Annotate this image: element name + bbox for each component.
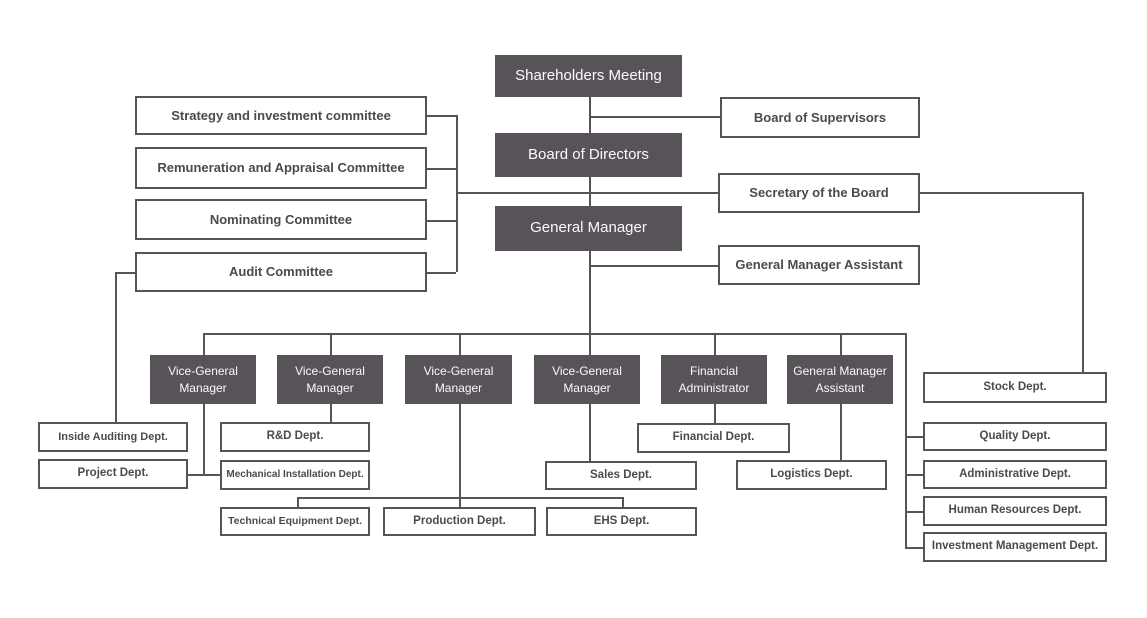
org-node-ehs-dept: EHS Dept. [546, 507, 697, 536]
org-node-label: Financial Administrator [678, 364, 750, 395]
connector-line [115, 272, 135, 274]
connector-line [456, 115, 458, 272]
connector-line [203, 404, 205, 475]
connector-line [905, 436, 923, 438]
connector-line [203, 333, 205, 355]
org-node-rd-dept: R&D Dept. [220, 422, 370, 452]
org-node-vice-general-manager-4: Vice-General Manager [534, 355, 640, 404]
connector-line [589, 404, 591, 461]
connector-line [622, 497, 624, 507]
connector-line [188, 474, 220, 476]
org-node-label: Secretary of the Board [749, 185, 889, 201]
org-node-label: Shareholders Meeting [515, 66, 662, 84]
org-node-label: EHS Dept. [593, 514, 650, 527]
org-node-label: General Manager Assistant [735, 257, 903, 273]
org-node-board-of-supervisors: Board of Supervisors [720, 97, 920, 138]
org-node-label: Vice-General Manager [168, 364, 238, 395]
org-node-label: Human Resources Dept. [948, 504, 1082, 517]
connector-line [905, 474, 923, 476]
org-node-general-manager-assistant: General Manager Assistant [718, 245, 920, 285]
org-node-financial-administrator: Financial Administrator [661, 355, 767, 404]
connector-line [714, 333, 716, 355]
org-node-human-resources-dept: Human Resources Dept. [923, 496, 1107, 526]
connector-line [427, 115, 456, 117]
org-node-label: Project Dept. [77, 467, 149, 480]
connector-line [714, 404, 716, 423]
org-node-logistics-dept: Logistics Dept. [736, 460, 887, 490]
org-node-administrative-dept: Administrative Dept. [923, 460, 1107, 489]
org-node-label: Technical Equipment Dept. [228, 515, 362, 528]
org-node-label: General Manager Assistant [793, 364, 887, 395]
connector-line [905, 547, 923, 549]
org-node-label: Vice-General Manager [552, 364, 622, 395]
org-node-label: Logistics Dept. [770, 468, 853, 481]
org-node-investment-management-dept: Investment Management Dept. [923, 532, 1107, 562]
org-node-label: General Manager [530, 219, 647, 237]
org-node-label: Remuneration and Appraisal Committee [157, 160, 405, 176]
connector-line [589, 97, 591, 133]
org-node-label: Strategy and investment committee [171, 107, 391, 123]
connector-line [459, 404, 461, 507]
org-node-label: R&D Dept. [266, 430, 324, 443]
org-node-label: Vice-General Manager [423, 364, 494, 395]
org-node-sales-dept: Sales Dept. [545, 461, 697, 490]
org-node-label: Investment Management Dept. [931, 540, 1099, 553]
org-node-project-dept: Project Dept. [38, 459, 188, 489]
org-node-mechanical-installation-dept: Mechanical Installation Dept. [220, 460, 370, 490]
org-node-general-manager-assistant-exec: General Manager Assistant [787, 355, 893, 404]
connector-line [427, 168, 456, 170]
org-node-inside-auditing-dept: Inside Auditing Dept. [38, 422, 188, 452]
connector-line [589, 116, 720, 118]
connector-line [589, 177, 591, 206]
connector-line [427, 220, 456, 222]
connector-line [297, 497, 299, 507]
connector-line [459, 333, 461, 355]
connector-line [905, 511, 923, 513]
connector-line [297, 497, 622, 499]
org-node-vice-general-manager-3: Vice-General Manager [405, 355, 512, 404]
connector-line [589, 251, 591, 355]
org-node-financial-dept: Financial Dept. [637, 423, 790, 453]
org-node-stock-dept: Stock Dept. [923, 372, 1107, 403]
org-node-vice-general-manager-1: Vice-General Manager [150, 355, 256, 404]
org-node-label: Production Dept. [413, 514, 506, 527]
org-node-label: Board of Directors [528, 145, 649, 163]
org-node-label: Mechanical Installation Dept. [226, 469, 364, 481]
connector-line [840, 404, 842, 460]
org-node-quality-dept: Quality Dept. [923, 422, 1107, 451]
org-node-nominating-committee: Nominating Committee [135, 199, 427, 240]
connector-line [330, 404, 332, 422]
org-node-label: Audit Committee [229, 264, 333, 280]
org-node-strategy-investment-committee: Strategy and investment committee [135, 96, 427, 135]
org-node-label: Inside Auditing Dept. [58, 430, 168, 443]
org-node-label: Quality Dept. [979, 429, 1051, 442]
connector-line [589, 265, 718, 267]
org-node-label: Nominating Committee [209, 211, 353, 227]
org-node-secretary-of-the-board: Secretary of the Board [718, 173, 920, 213]
org-node-technical-equipment-dept: Technical Equipment Dept. [220, 507, 370, 536]
org-node-board-of-directors: Board of Directors [495, 133, 682, 177]
org-node-label: Stock Dept. [983, 380, 1047, 393]
org-node-production-dept: Production Dept. [383, 507, 536, 536]
org-node-shareholders-meeting: Shareholders Meeting [495, 55, 682, 97]
org-node-label: Financial Dept. [672, 431, 755, 444]
connector-line [203, 333, 905, 335]
org-node-audit-committee: Audit Committee [135, 252, 427, 292]
connector-line [330, 333, 332, 355]
connector-line [920, 192, 1082, 194]
org-node-label: Sales Dept. [590, 468, 652, 481]
connector-line [115, 272, 117, 422]
org-node-label: Vice-General Manager [295, 364, 365, 395]
connector-line [1082, 192, 1084, 372]
org-node-label: Administrative Dept. [959, 467, 1071, 480]
connector-line [840, 333, 842, 355]
connector-line [456, 192, 718, 194]
org-node-remuneration-appraisal-committee: Remuneration and Appraisal Committee [135, 147, 427, 189]
org-node-vice-general-manager-2: Vice-General Manager [277, 355, 383, 404]
org-node-general-manager: General Manager [495, 206, 682, 251]
connector-line [427, 272, 456, 274]
connector-line [905, 333, 907, 547]
org-node-label: Board of Supervisors [753, 109, 887, 125]
